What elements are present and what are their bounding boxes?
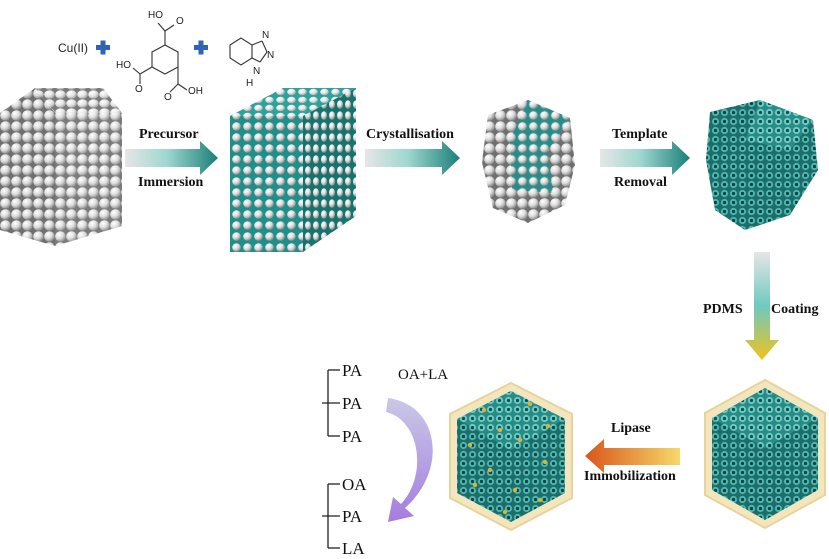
arrow-lipase-immobilization — [585, 439, 680, 473]
triglyceride-before — [322, 369, 340, 437]
triazole-n1: N — [262, 30, 270, 41]
lipase-immobilized-hexagon — [449, 381, 573, 532]
step5-label-bottom: Immobilization — [584, 469, 676, 484]
btc-label-o-bottom: O — [164, 92, 172, 103]
reactant-label: OA+LA — [398, 367, 449, 383]
fatty-acid-after-3: LA — [342, 539, 365, 558]
fatty-acid-before-1: PA — [342, 361, 363, 380]
infiltrated-cube — [230, 88, 356, 252]
triazole-n2: N — [267, 50, 275, 61]
arrow-pdms-coating — [745, 252, 779, 360]
pdms-coated-hexagon — [704, 378, 826, 530]
step4-label-left: PDMS — [703, 302, 743, 317]
triglyceride-after — [322, 483, 340, 549]
btc-label-ho-top: HO — [148, 10, 163, 21]
arrow-precursor-immersion — [125, 141, 218, 175]
metal-ion-label: Cu(II) — [58, 41, 88, 55]
plus-icon-1 — [96, 40, 110, 55]
benzotriazole-molecule — [229, 37, 268, 66]
crystal-octahedron — [482, 100, 575, 223]
step5-label-top: Lipase — [611, 421, 651, 436]
fatty-acid-before-3: PA — [342, 427, 363, 446]
fatty-acid-before-2: PA — [342, 394, 363, 413]
step1-label-top: Precursor — [139, 127, 199, 142]
step4-label-right: Coating — [771, 302, 819, 317]
arrow-transesterification — [386, 398, 433, 522]
triazole-n3: N — [253, 66, 261, 77]
btc-molecule — [132, 22, 188, 93]
btc-label-ho-left: HO — [116, 60, 131, 71]
btc-label-oh-right: OH — [188, 86, 203, 97]
step2-label: Crystallisation — [366, 127, 454, 142]
step3-label-bottom: Removal — [614, 175, 667, 190]
sphere-template-cube — [0, 88, 122, 246]
plus-icon-2 — [194, 40, 208, 55]
arrow-crystallisation — [365, 141, 460, 175]
inverse-opal-structure — [706, 100, 818, 230]
step3-label-top: Template — [612, 127, 668, 142]
step1-label-bottom: Immersion — [138, 175, 204, 190]
btc-label-o-left: O — [135, 84, 143, 95]
fatty-acid-after-2: PA — [342, 507, 363, 526]
triazole-h: H — [246, 78, 254, 89]
arrow-template-removal — [600, 141, 690, 175]
btc-label-o-top: O — [176, 16, 184, 27]
fatty-acid-after-1: OA — [342, 475, 367, 494]
lipase-dots — [467, 401, 551, 515]
